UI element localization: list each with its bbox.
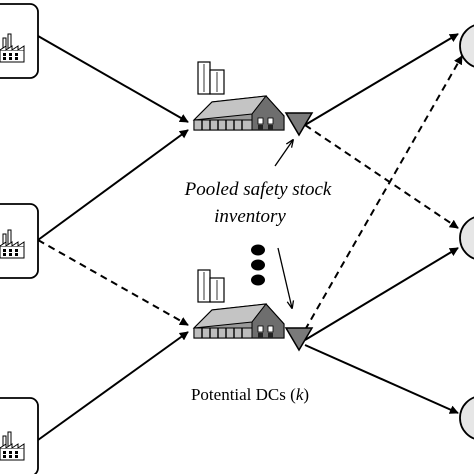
inventory-label: inventory [214, 206, 286, 227]
edge-dc-bottom-to-customer-top [304, 55, 463, 331]
potential-dcs-label: Potential DCs (k) [191, 385, 309, 404]
potential-dcs-suffix: ) [303, 385, 309, 404]
customer-middle [459, 216, 474, 260]
edges [37, 33, 463, 441]
edge-supplier-bottom-to-dc-bottom [37, 331, 189, 441]
ellipsis-dots [251, 244, 265, 286]
edge-supplier-middle-to-dc-top [37, 129, 189, 241]
edge-dc-top-to-customer-top [304, 33, 459, 126]
warehouse-icon [193, 269, 285, 339]
ellipsis-dot [251, 259, 265, 271]
inventory-triangle-icon [284, 327, 314, 352]
warehouse-icon [193, 61, 285, 131]
ellipsis-dot [251, 274, 265, 286]
customer-top [459, 24, 474, 68]
edge-supplier-top-to-dc-top [37, 35, 189, 123]
dc-bottom [193, 269, 314, 352]
edge-dc-top-to-customer-middle [304, 124, 459, 229]
edge-dc-bottom-to-customer-middle [304, 247, 459, 341]
dc-top [193, 61, 314, 137]
annotation-arrow-to-dc-bottom [277, 247, 292, 308]
pooled-safety-stock-label: Pooled safety stock [184, 179, 332, 200]
customer-bottom [459, 396, 474, 440]
supplier-bottom [0, 397, 39, 474]
ellipsis-dot [251, 244, 265, 256]
supplier-top [0, 3, 39, 79]
inventory-triangle-icon [284, 112, 314, 137]
supplier-middle [0, 203, 39, 279]
annotation-arrow-to-dc-top [274, 140, 293, 167]
edge-supplier-middle-to-dc-bottom [37, 239, 189, 326]
edge-dc-bottom-to-customer-bottom [304, 344, 459, 414]
potential-dcs-prefix: Potential DCs ( [191, 385, 296, 404]
potential-dcs-variable: k [296, 385, 304, 404]
